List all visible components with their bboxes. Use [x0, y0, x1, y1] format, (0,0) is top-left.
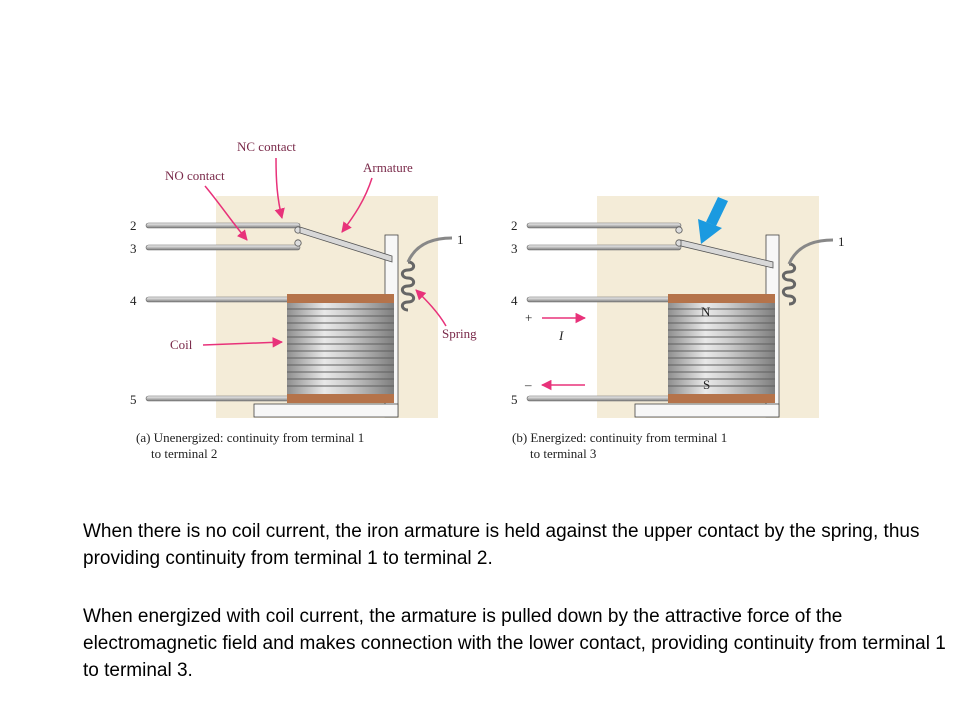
current-symbol: I	[558, 328, 564, 343]
plus-sign: +	[525, 310, 532, 325]
nc-contact-label: NC contact	[237, 139, 296, 154]
south-pole-label: S	[703, 377, 710, 392]
coil-label: Coil	[170, 337, 193, 352]
blue-down-arrow	[698, 197, 728, 244]
description-energized: When energized with coil current, the ar…	[83, 606, 946, 681]
no-contact-leader	[204, 185, 248, 241]
coil-leader	[202, 337, 284, 348]
no-contact-tip	[294, 239, 302, 247]
terminal-4-label: 4	[130, 293, 137, 308]
panel-a-unenergized: 2 3 4 5 1 NC contact NO contact Armature…	[130, 139, 477, 461]
relay-diagram: 2 3 4 5 1 NC contact NO contact Armature…	[130, 139, 845, 461]
terminal-5-label: 5	[511, 392, 518, 407]
terminal-5-label: 5	[130, 392, 137, 407]
terminal-2-rod	[145, 222, 301, 229]
terminal-4-rod	[145, 296, 291, 303]
frame-base	[634, 403, 780, 418]
minus-sign: –	[524, 377, 532, 392]
frame-base	[253, 403, 399, 418]
spring	[400, 260, 416, 312]
coil	[668, 294, 775, 403]
nc-contact-leader	[274, 157, 285, 220]
panel-b-caption-line2: to terminal 3	[530, 446, 596, 461]
spring	[781, 262, 797, 306]
terminal-3-rod	[145, 244, 301, 251]
terminal-3-label: 3	[130, 241, 137, 256]
terminal-5-rod	[526, 395, 672, 402]
panel-a-caption-line1: (a) Unenergized: continuity from termina…	[136, 430, 364, 445]
terminal-2-label: 2	[130, 218, 137, 233]
terminal-1-label: 1	[457, 232, 464, 247]
north-pole-label: N	[701, 304, 711, 319]
description-unenergized: When there is no coil current, the iron …	[83, 521, 920, 569]
terminal-4-rod	[526, 296, 672, 303]
terminal-2-label: 2	[511, 218, 518, 233]
terminal-2-rod	[526, 222, 682, 229]
panel-b-caption-line1: (b) Energized: continuity from terminal …	[512, 430, 727, 445]
terminal-3-label: 3	[511, 241, 518, 256]
terminal-5-rod	[145, 395, 291, 402]
armature-label: Armature	[363, 160, 413, 175]
armature	[680, 239, 774, 269]
terminal-1-label: 1	[838, 234, 845, 249]
terminal-1-lead	[787, 238, 834, 265]
spring-label: Spring	[442, 326, 477, 341]
armature-leader	[341, 177, 373, 233]
panel-b-energized: N S + – I 2 3 4 5 1 (b) Energized: conti…	[511, 196, 845, 461]
coil	[287, 294, 394, 403]
panel-a-caption-line2: to terminal 2	[151, 446, 217, 461]
nc-contact-tip	[675, 226, 683, 234]
terminal-4-label: 4	[511, 293, 518, 308]
spring-leader	[415, 289, 447, 327]
armature	[299, 226, 393, 263]
no-contact-label: NO contact	[165, 168, 225, 183]
terminal-1-lead	[406, 236, 453, 263]
terminal-3-rod	[526, 244, 682, 251]
